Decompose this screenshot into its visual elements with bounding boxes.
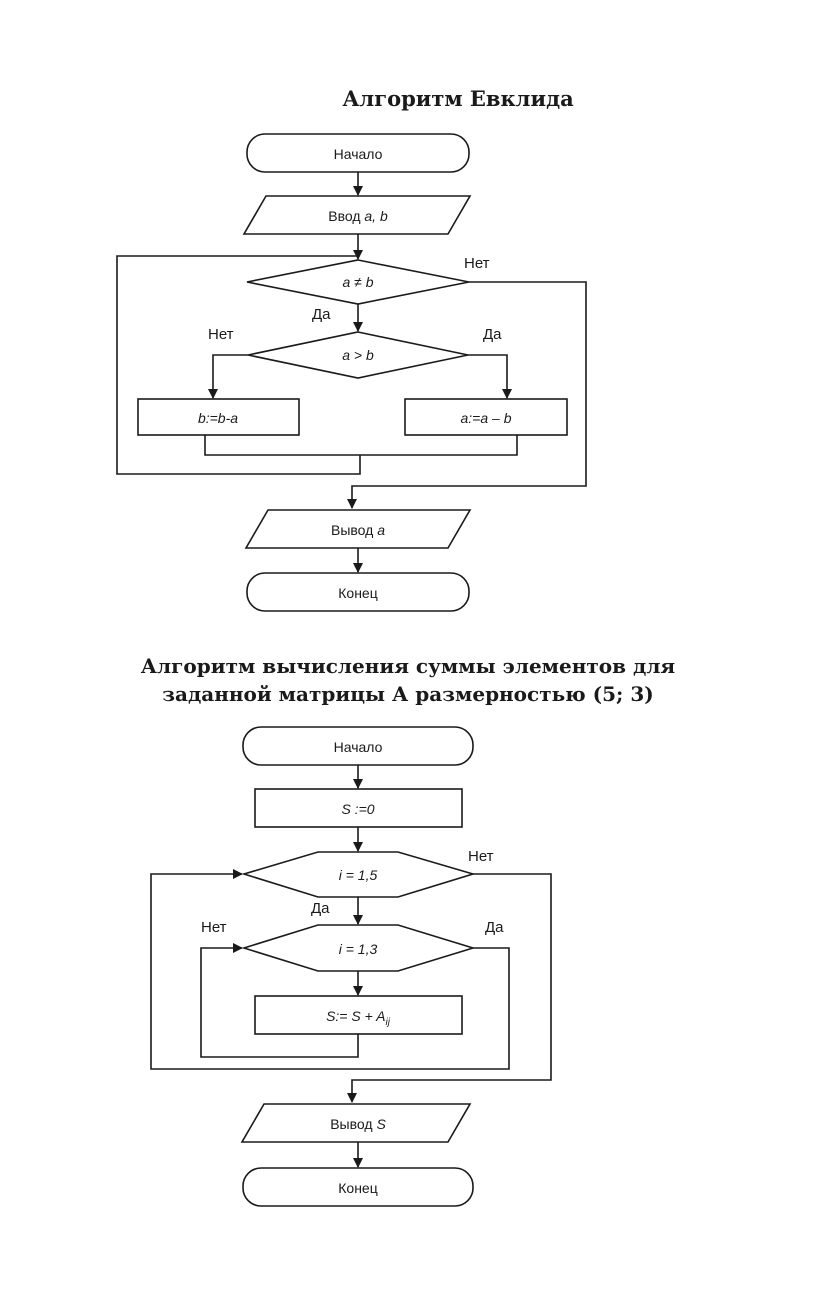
matrix-sum-title-line2: заданной матрицы А размерностью (5; 3)	[162, 682, 654, 706]
euclid-start-text: Начало	[334, 146, 383, 162]
matrix-loop-j-text: i = 1,3	[339, 941, 378, 957]
euclid-input-prefix: Ввод	[328, 208, 364, 224]
euclid-input-vars: a, b	[364, 208, 388, 224]
matrix-exit-arrow	[347, 873, 552, 1103]
euclid-right-process: a:=a – b	[404, 398, 568, 436]
euclid-right-process-text: a:=a – b	[461, 410, 512, 426]
euclid-start-terminal: Начало	[246, 133, 470, 173]
euclid-loop-back-line	[116, 255, 361, 475]
matrix-sum-flowchart: Начало S :=0 i = 1,5 Нет Да i = 1,3 Нет …	[150, 726, 552, 1207]
matrix-init-process: S :=0	[254, 788, 463, 828]
matrix-start-text: Начало	[334, 739, 383, 755]
matrix-outer-loop-back	[150, 869, 510, 1070]
euclid-title: Алгоритм Евклида	[342, 86, 574, 111]
euclid-exit-arrow	[347, 281, 587, 509]
matrix-loopi-yes-label: Да	[311, 900, 330, 917]
matrix-inner-loop-back	[200, 943, 359, 1058]
matrix-accumulate-process: S:= S + Aij	[254, 995, 463, 1035]
matrix-loopj-yes-label: Да	[485, 919, 504, 936]
euclid-merge-line	[204, 435, 518, 456]
euclid-condition1-text: a ≠ b	[342, 274, 373, 290]
euclid-output-var: a	[377, 522, 385, 538]
euclid-arrow-no-branch	[208, 354, 248, 399]
matrix-accumulate-subscript: ij	[385, 1017, 390, 1028]
matrix-loopj-no-label: Нет	[201, 919, 227, 936]
matrix-start-terminal: Начало	[242, 726, 474, 766]
euclid-cond1-no-label: Нет	[464, 255, 490, 272]
euclid-left-process-text: b:=b-a	[198, 410, 238, 426]
euclid-condition2-text: a > b	[342, 347, 374, 363]
euclid-cond2-yes-label: Да	[483, 326, 502, 343]
euclid-end-terminal: Конец	[246, 572, 470, 612]
matrix-output-text: Вывод S	[330, 1116, 386, 1132]
matrix-sum-title: Алгоритм вычисления суммы элементов для …	[0, 652, 816, 708]
euclid-output-parallelogram: Вывод a	[244, 509, 472, 549]
matrix-output-parallelogram: Вывод S	[240, 1103, 472, 1143]
euclid-cond2-no-label: Нет	[208, 326, 234, 343]
euclid-cond1-yes-label: Да	[312, 306, 331, 323]
euclid-output-text: Вывод a	[331, 522, 385, 538]
euclid-output-prefix: Вывод	[331, 522, 377, 538]
matrix-loop-i-hexagon: i = 1,5	[241, 851, 476, 898]
euclid-left-process: b:=b-a	[137, 398, 300, 436]
euclid-condition1-diamond: a ≠ b	[246, 259, 470, 305]
matrix-accumulate-base: S:= S + A	[326, 1008, 385, 1024]
euclid-input-text: Ввод a, b	[328, 208, 388, 224]
euclid-input-parallelogram: Ввод a, b	[242, 195, 472, 235]
euclid-condition2-diamond: a > b	[247, 331, 469, 379]
matrix-output-prefix: Вывод	[330, 1116, 376, 1132]
matrix-sum-title-line1: Алгоритм вычисления суммы элементов для	[140, 654, 676, 678]
matrix-loop-j-hexagon: i = 1,3	[241, 924, 476, 972]
matrix-loop-i-text: i = 1,5	[339, 867, 378, 883]
euclid-flowchart: Начало Ввод a, b a ≠ b Нет Да a > b Нет …	[116, 133, 587, 612]
euclid-end-text: Конец	[338, 585, 377, 601]
matrix-end-terminal: Конец	[242, 1167, 474, 1207]
matrix-end-text: Конец	[338, 1180, 377, 1196]
matrix-init-text: S :=0	[341, 801, 374, 817]
matrix-accumulate-text: S:= S + Aij	[326, 1008, 391, 1028]
matrix-output-var: S	[376, 1116, 386, 1132]
euclid-arrow-yes-branch	[468, 354, 512, 399]
matrix-loopi-no-label: Нет	[468, 848, 494, 865]
